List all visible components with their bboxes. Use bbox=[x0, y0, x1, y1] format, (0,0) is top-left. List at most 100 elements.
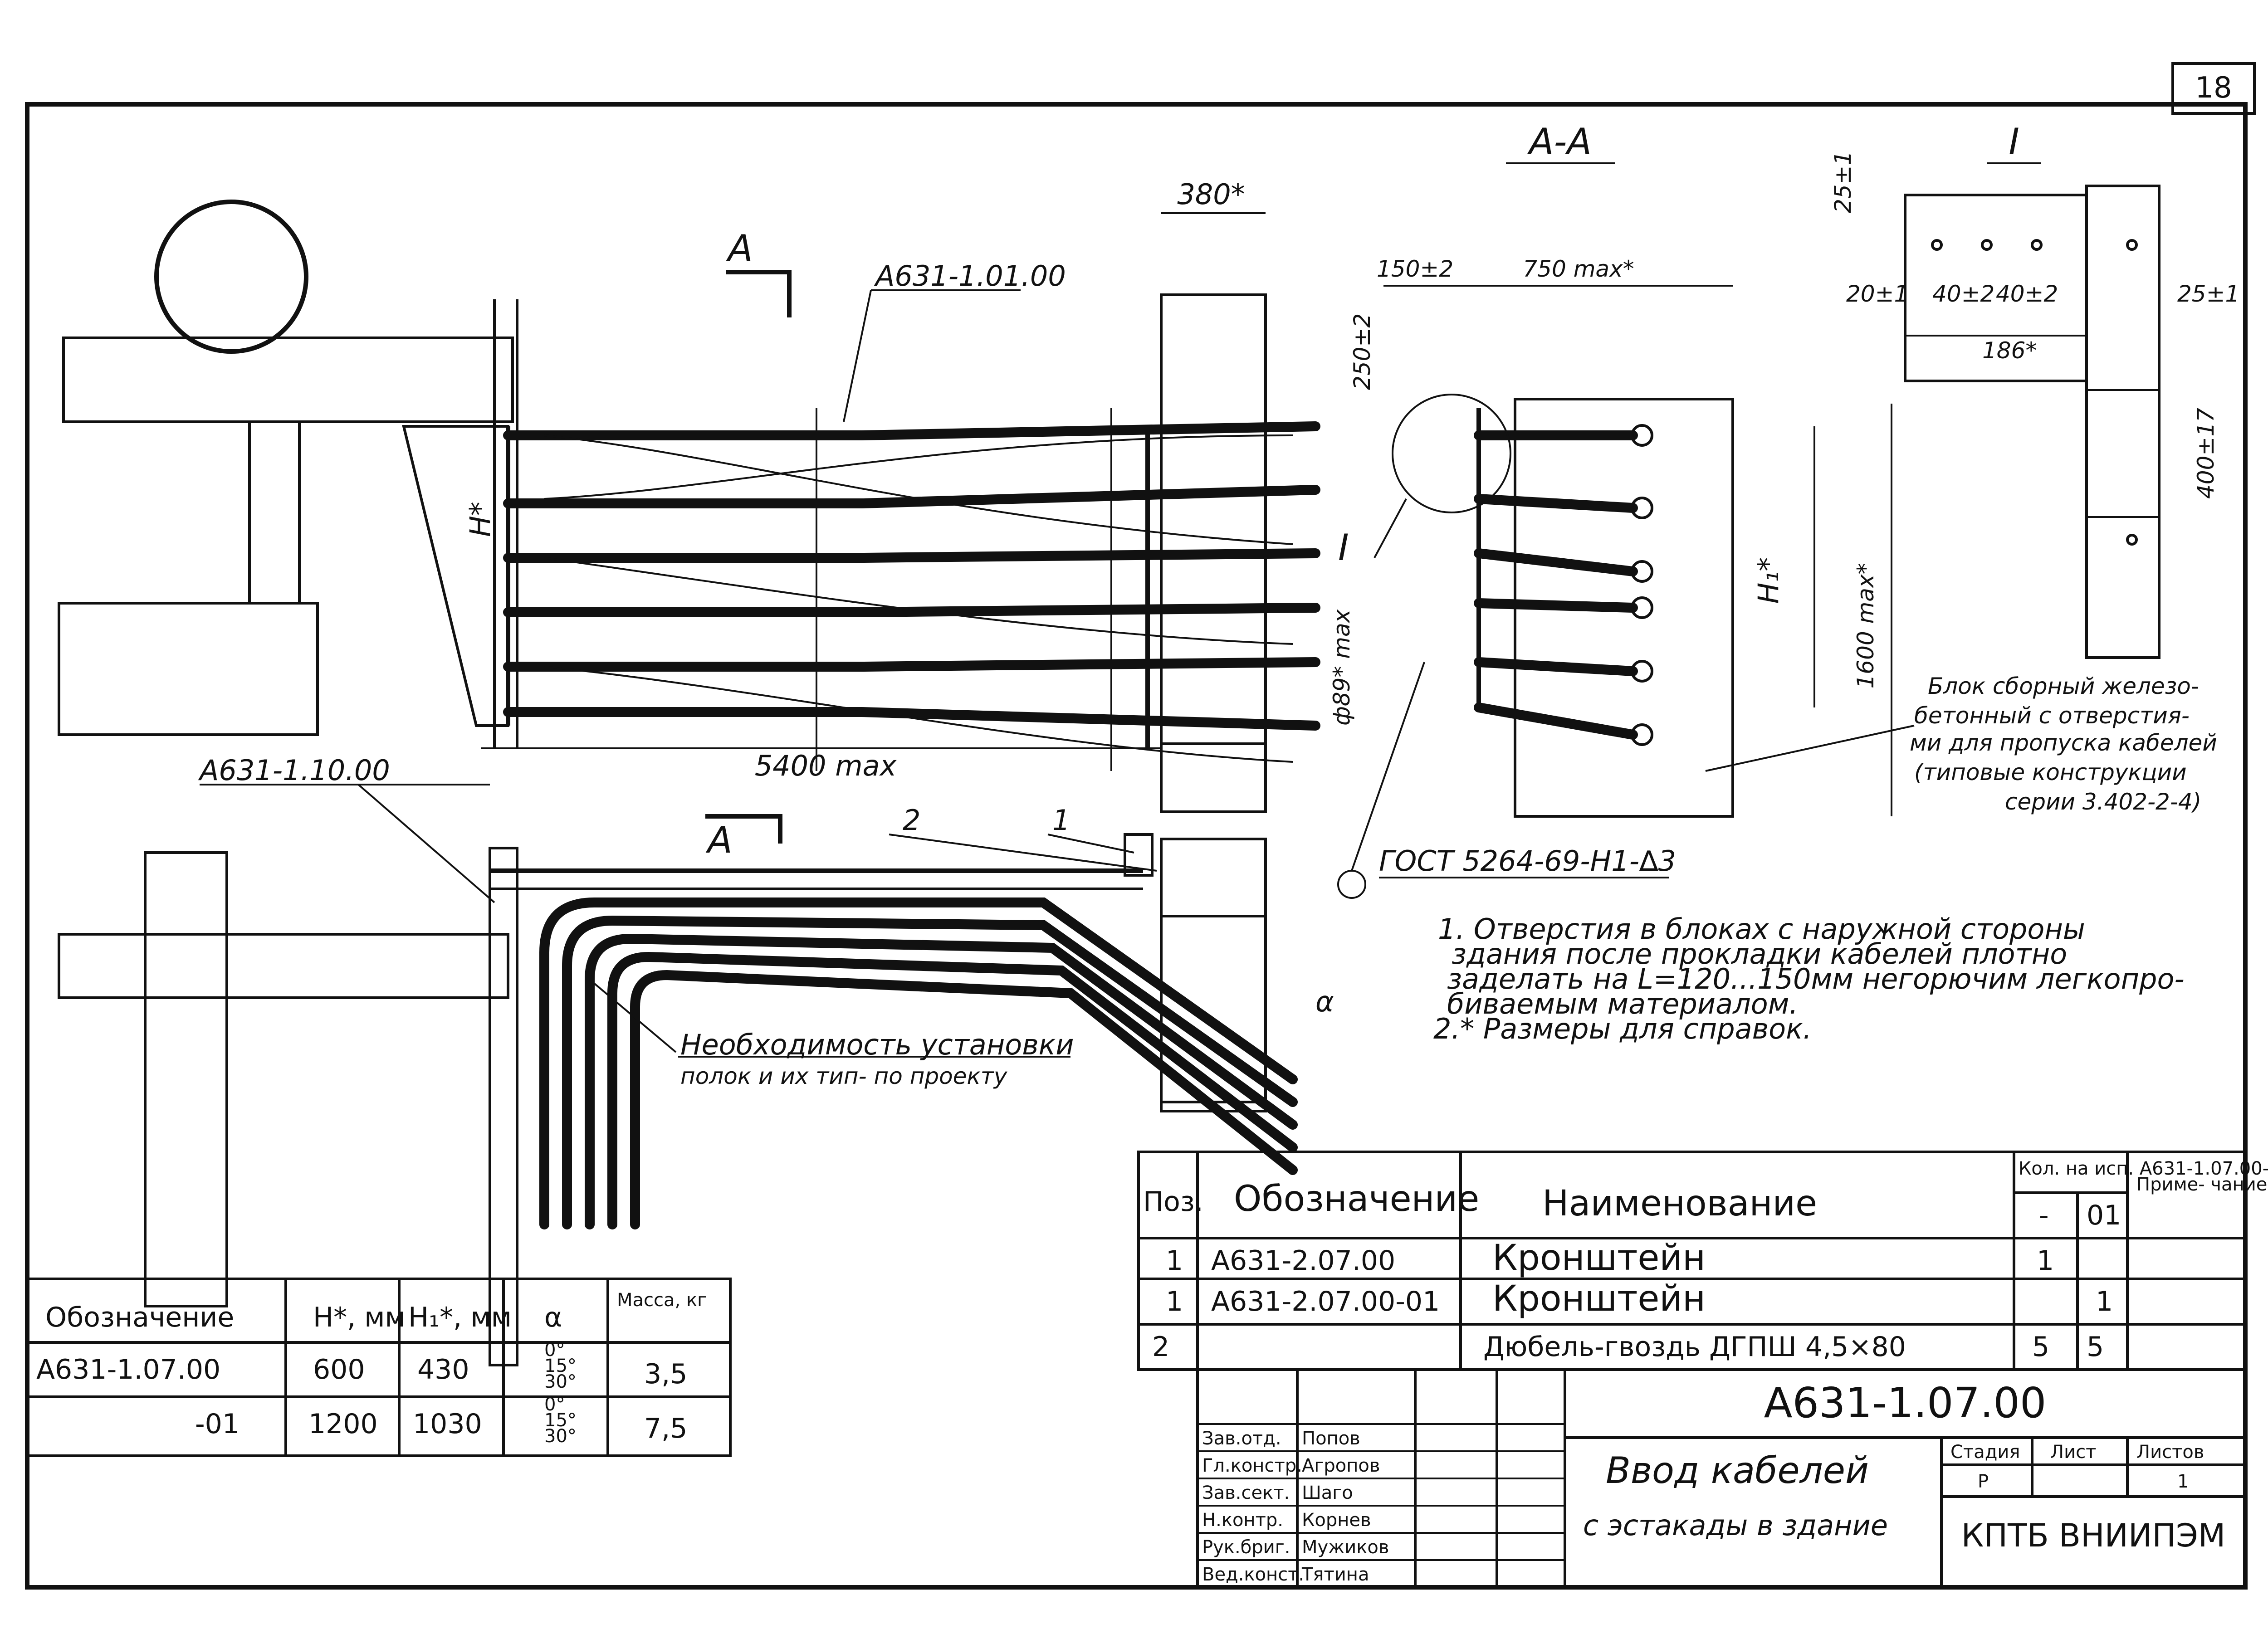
var-row-1-angle-3: 30° bbox=[544, 1371, 577, 1392]
section-aa-title: А-А bbox=[1527, 121, 1592, 163]
org-name: КПТБ ВНИИПЭМ bbox=[1961, 1517, 2226, 1554]
svg-text:2.* Размеры для справок.: 2.* Размеры для справок. bbox=[1433, 1012, 1812, 1045]
spec-row-2-designation: А631-2.07.00-01 bbox=[1211, 1286, 1440, 1317]
title-block: Зав.отд. Попов Гл.констр. Агропов Зав.се… bbox=[1196, 1368, 2247, 1589]
dim-25: 25±1 bbox=[1830, 151, 1856, 213]
svg-text:Блок сборный железо-: Блок сборный железо- bbox=[1928, 673, 2199, 699]
signer-1-name: Попов bbox=[1302, 1428, 1360, 1449]
signer-2-name: Агропов bbox=[1302, 1455, 1380, 1476]
signer-1-role: Зав.отд. bbox=[1202, 1428, 1281, 1449]
var-row-2-angle-2: 15° bbox=[544, 1410, 577, 1431]
block-note: Блок сборный железо- бетонный с отверсти… bbox=[1705, 673, 2217, 815]
spec-row-2-pos: 1 bbox=[1166, 1286, 1183, 1317]
svg-text:здания после прокладки кабелей: здания после прокладки кабелей плотно bbox=[1452, 937, 2067, 971]
signer-2-role: Гл.констр. bbox=[1202, 1455, 1302, 1476]
spec-header-qty: Кол. на исп. А631-1.07.00- bbox=[2019, 1158, 2268, 1179]
section-mark-a-top: А bbox=[726, 227, 792, 317]
dim-height-h1: H₁* bbox=[1752, 557, 1785, 604]
dim-height-max: 1600 max* bbox=[1853, 563, 1879, 688]
signer-4-name: Корнев bbox=[1302, 1510, 1371, 1531]
trestle-plan bbox=[58, 847, 1298, 1366]
spec-row-3-qty-a: 5 bbox=[2032, 1331, 2049, 1363]
var-row-2-h: 1200 bbox=[308, 1408, 378, 1440]
var-header-alpha: α bbox=[544, 1302, 562, 1333]
var-row-2-mass: 7,5 bbox=[644, 1413, 687, 1444]
spec-row-3-name: Дюбель-гвоздь ДГПШ 4,5×80 bbox=[1483, 1331, 1906, 1363]
general-notes: 1. Отверстия в блоках с наружной стороны… bbox=[1433, 912, 2185, 1045]
title-line-1: Ввод кабелей bbox=[1606, 1449, 1869, 1492]
spec-row-1-name: Кронштейн bbox=[1492, 1238, 1706, 1278]
signer-5-name: Мужиков bbox=[1302, 1537, 1389, 1558]
detail-title: I bbox=[2009, 121, 2019, 163]
spec-row-1-designation: А631-2.07.00 bbox=[1211, 1245, 1395, 1277]
svg-text:А: А bbox=[705, 819, 733, 861]
callout-pos-2: 2 bbox=[903, 804, 920, 837]
svg-text:бетонный с отверстия-: бетонный с отверстия- bbox=[1914, 702, 2190, 729]
callout-shelves-1: Необходимость установки bbox=[680, 1028, 1074, 1061]
var-row-1-designation: А631-1.07.00 bbox=[36, 1354, 220, 1385]
var-row-1-angle-2: 15° bbox=[544, 1356, 577, 1376]
dim-25b: 25±1 bbox=[2177, 281, 2239, 307]
svg-text:серии 3.402-2-4): серии 3.402-2-4) bbox=[2005, 789, 2201, 815]
section-mark-a-bottom: А bbox=[705, 814, 782, 861]
sheet-number: 18 bbox=[2195, 71, 2232, 105]
var-row-1-h: 600 bbox=[313, 1354, 365, 1385]
var-row-2-h1: 1030 bbox=[413, 1408, 482, 1440]
wall-section-lower bbox=[1124, 833, 1267, 1112]
spec-row-3-qty-b: 5 bbox=[2087, 1331, 2104, 1363]
signer-3-role: Зав.сект. bbox=[1202, 1483, 1290, 1503]
spec-header-name: Наименование bbox=[1542, 1183, 1817, 1224]
stage-label: Стадия bbox=[1950, 1442, 2020, 1463]
detail-circle bbox=[1392, 394, 1511, 513]
svg-text:заделать на L=120...150мм него: заделать на L=120...150мм негорючим легк… bbox=[1447, 962, 2185, 995]
sheet-label: Лист bbox=[2050, 1442, 2096, 1463]
spec-header-pos: Поз. bbox=[1143, 1186, 1203, 1218]
dim-offset: 150±2 bbox=[1377, 256, 1453, 282]
signer-3-name: Шаго bbox=[1302, 1483, 1353, 1503]
dim-top: 250±2 bbox=[1349, 313, 1375, 390]
sheets-value: 1 bbox=[2177, 1471, 2189, 1492]
var-header-h1: H₁*, мм bbox=[408, 1302, 512, 1333]
svg-text:А: А bbox=[726, 227, 753, 269]
signer-4-role: Н.контр. bbox=[1202, 1510, 1283, 1531]
hole-marks bbox=[1931, 239, 2138, 546]
stage-value: Р bbox=[1978, 1471, 1989, 1492]
wall-section-upper bbox=[1145, 293, 1267, 813]
signer-5-role: Рук.бриг. bbox=[1202, 1537, 1290, 1558]
dim-186: 186* bbox=[1982, 337, 2037, 364]
dim-40a: 40±2 bbox=[1932, 281, 1994, 307]
dim-height-h: H* bbox=[464, 502, 497, 537]
title-code: А631-1.07.00 bbox=[1764, 1379, 2047, 1427]
dim-length: 5400 max bbox=[755, 749, 897, 782]
callout-pos-1: 1 bbox=[1052, 804, 1070, 837]
var-row-1-angle-1: 0° bbox=[544, 1340, 565, 1361]
signer-6-role: Вед.конст. bbox=[1202, 1564, 1304, 1585]
signer-6-name: Тятина bbox=[1301, 1564, 1369, 1585]
spec-row-1-qty-a: 1 bbox=[2037, 1245, 2054, 1277]
title-line-2: с эстакады в здание bbox=[1583, 1509, 1888, 1542]
spec-table: Поз. Обозначение Наименование Кол. на ис… bbox=[1137, 1151, 2268, 1371]
variants-table: Обозначение H*, мм H₁*, мм α Масса, кг А… bbox=[26, 1278, 732, 1457]
var-row-2-angle-1: 0° bbox=[544, 1394, 565, 1415]
svg-text:(типовые конструкции: (типовые конструкции bbox=[1914, 759, 2187, 785]
pipe-icon bbox=[154, 200, 308, 354]
section-aa-view bbox=[1392, 394, 1734, 818]
dim-40b: 40±2 bbox=[1996, 281, 2058, 307]
svg-text:ми для пропуска кабелей: ми для пропуска кабелей bbox=[1910, 730, 2217, 756]
spec-row-2-name: Кронштейн bbox=[1492, 1278, 1706, 1319]
detail-i-view bbox=[1904, 185, 2160, 659]
var-row-1-h1: 430 bbox=[417, 1354, 469, 1385]
callout-bracket-assembly: А631-1.01.00 bbox=[874, 259, 1066, 293]
var-header-mass: Масса, кг bbox=[617, 1290, 707, 1311]
spec-header-qty-b: 01 bbox=[2087, 1200, 2121, 1231]
dim-angle: α bbox=[1315, 985, 1334, 1018]
detail-mark: I bbox=[1338, 527, 1349, 569]
var-row-2-designation: -01 bbox=[195, 1408, 240, 1440]
trestle-elevation bbox=[58, 200, 518, 748]
sheets-label: Листов bbox=[2136, 1442, 2204, 1463]
var-row-1-mass: 3,5 bbox=[644, 1358, 687, 1390]
dim-wall: 380* bbox=[1177, 178, 1245, 211]
callout-shelves-2: полок и их тип- по проекту bbox=[680, 1063, 1008, 1089]
dim-width: 750 max* bbox=[1523, 256, 1634, 282]
